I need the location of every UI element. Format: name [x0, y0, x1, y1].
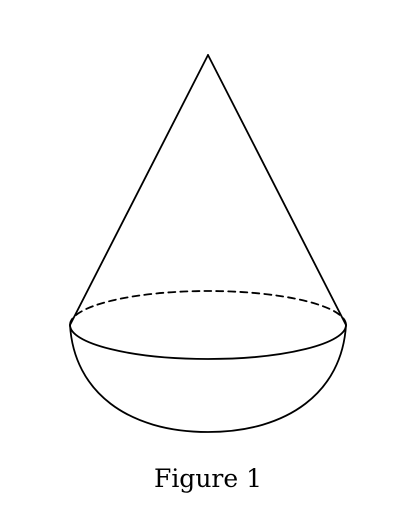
- cone-left-edge: [69, 54, 209, 326]
- rim-back-dashed: [69, 290, 347, 326]
- cone-right-edge: [207, 54, 347, 326]
- hemisphere-bowl: [69, 324, 347, 433]
- rim-front: [69, 324, 347, 360]
- figure-caption: Figure 1: [153, 464, 263, 493]
